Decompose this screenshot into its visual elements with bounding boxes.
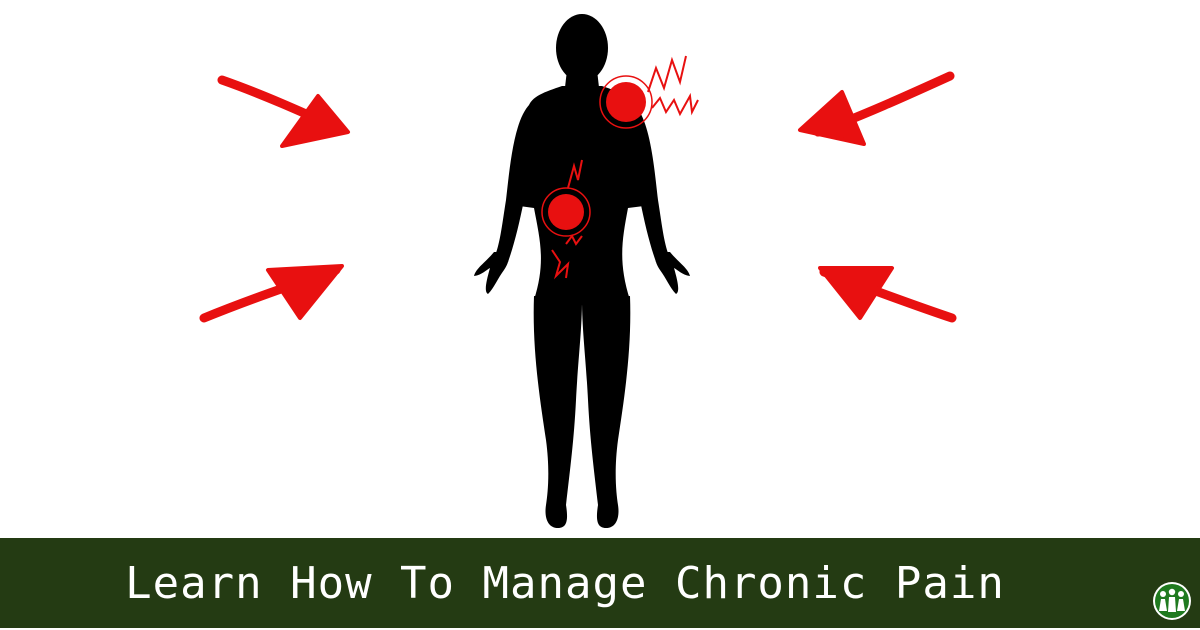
arrow-icon: [199, 71, 957, 323]
pain-point-icon: [541, 159, 591, 280]
title-banner: Learn How To Manage Chronic Pain: [0, 538, 1200, 628]
community-logo-icon: [1153, 582, 1191, 620]
illustration: [199, 14, 957, 528]
human-silhouette-icon: [474, 14, 690, 528]
banner-title: Learn How To Manage Chronic Pain: [125, 558, 1005, 609]
pain-point-icon: [599, 55, 699, 129]
